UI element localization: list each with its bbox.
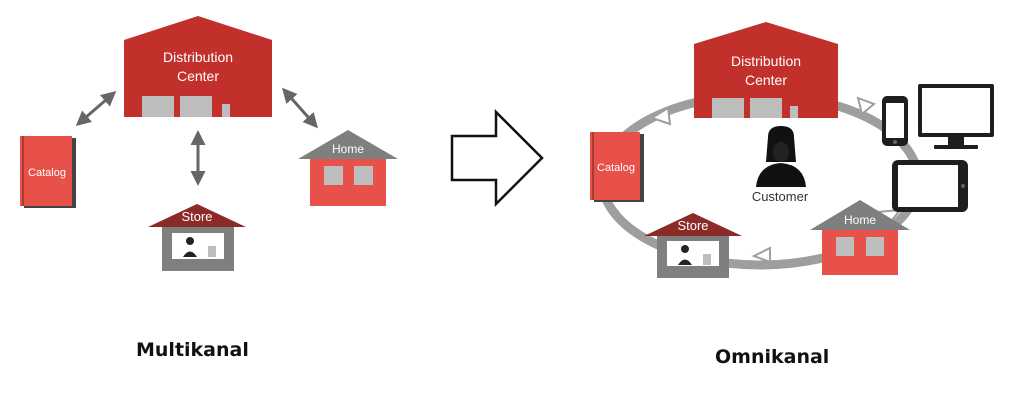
multi-catalog: Catalog [20, 136, 76, 208]
omni-home: Home [810, 200, 910, 275]
smartphone-icon [882, 96, 908, 146]
monitor-icon [918, 84, 994, 149]
multi-catalog-label: Catalog [28, 167, 66, 179]
multikanal-caption: Multikanal [136, 339, 249, 361]
multi-arrows [75, 87, 318, 186]
omnikanal-caption: Omnikanal [715, 346, 830, 368]
multi-distribution-center: Distribution Center [124, 16, 272, 117]
omni-dc-label-1: Distribution [731, 53, 801, 69]
multi-home: Home [298, 130, 398, 206]
multi-store: Store [148, 204, 246, 271]
arrow-dc-catalog [75, 91, 117, 126]
omni-home-label: Home [844, 213, 876, 227]
multi-dc-label-1: Distribution [163, 49, 233, 65]
multi-dc-label-2: Center [177, 68, 219, 84]
transition-arrow [450, 108, 544, 208]
arrow-dc-home [282, 87, 318, 129]
cycle-arrowhead-left [649, 106, 672, 126]
omni-catalog-label: Catalog [597, 162, 635, 174]
multi-home-label: Home [332, 142, 364, 156]
omni-store-label: Store [677, 218, 708, 233]
customer-silhouette-icon [756, 126, 806, 187]
tablet-icon [892, 160, 968, 212]
omni-catalog: Catalog [590, 132, 644, 202]
omni-distribution-center: Distribution Center [694, 22, 838, 118]
cycle-arrowhead-bottom [751, 246, 771, 264]
customer-label: Customer [752, 189, 809, 204]
omni-store: Store [644, 213, 742, 278]
multi-store-label: Store [181, 209, 212, 224]
omni-dc-label-2: Center [745, 72, 787, 88]
cycle-arrowhead-right [856, 96, 876, 116]
